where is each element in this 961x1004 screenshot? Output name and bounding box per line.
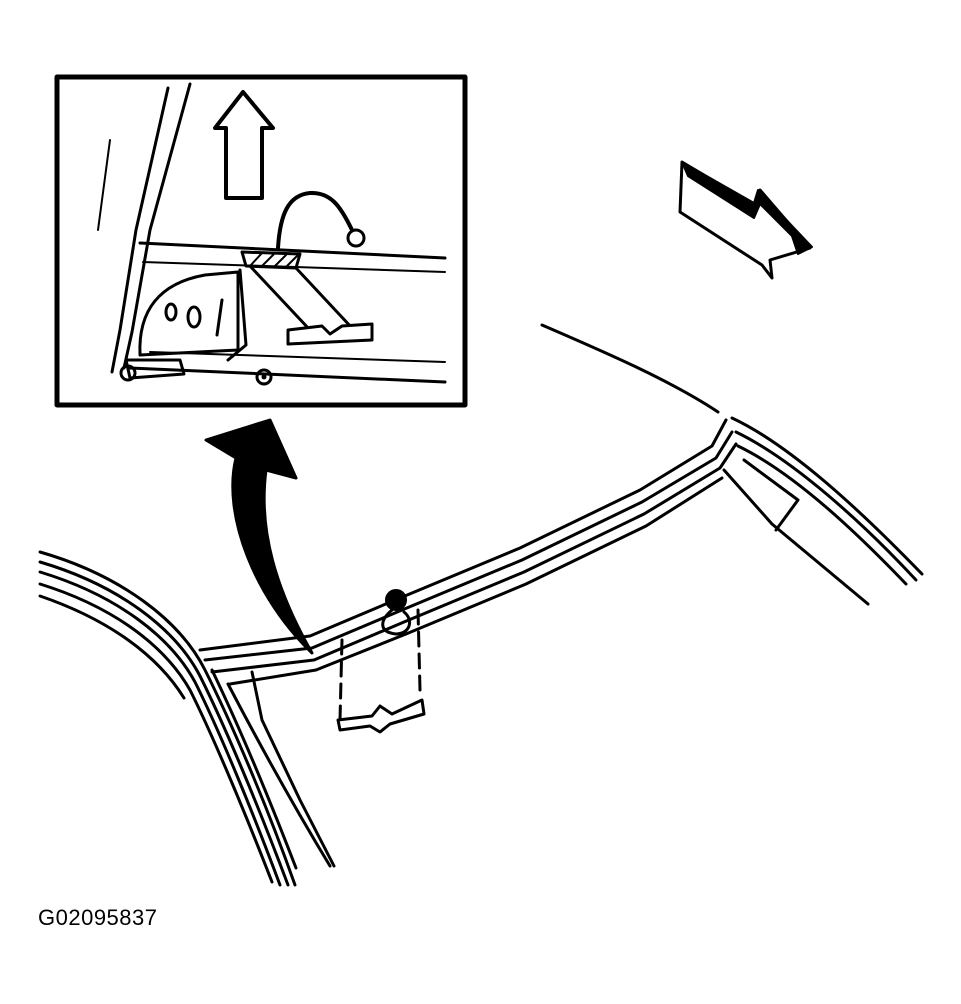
roof-rail-mid [203,430,734,662]
roof-rail-top [198,418,728,652]
roof-rail-fastener [385,589,407,611]
exploded-clip [336,698,426,734]
left-pillar-inner [210,668,298,870]
roof-rail-lower [210,442,738,674]
right-pillar-inner [722,468,870,606]
inset-panel [138,270,240,357]
inset-pillar-line-1 [110,86,170,374]
inset-hole-2 [186,305,202,329]
exploded-guide-right [416,608,422,692]
left-pillar-line-2 [38,560,290,887]
inset-detail-view [54,74,468,408]
inset-frame [54,74,468,408]
inset-hatch-lines [249,252,298,268]
inset-clip [286,322,374,346]
right-pillar-inner-2 [742,458,800,532]
roof-rail-bottom [228,476,724,686]
inset-wire [276,190,354,250]
exploded-guide-left [338,638,344,722]
inset-vertical-rod [226,268,248,362]
callout-curved-arrow [204,418,314,655]
left-pillar-edge [250,670,336,868]
inset-pillar-line-3 [97,139,111,231]
inset-fastener-left [119,364,137,382]
left-pillar-line-4 [38,582,274,884]
inset-arm-right [294,266,354,330]
forward-arrow-shadow [681,161,813,255]
inset-rail-lower-2 [149,351,446,363]
inset-panel-slot [215,298,224,337]
right-pillar-line-3 [736,444,908,586]
inset-fastener-right [255,368,273,386]
roof-edge [540,323,720,414]
fastener-assembly [336,589,426,734]
vehicle-outline [38,323,924,887]
inset-arm-left [248,264,312,332]
inset-hole-1 [164,302,178,322]
inset-lower-bracket [124,358,186,380]
right-pillar-line-1 [730,416,924,576]
left-pillar-line-5 [38,594,186,700]
left-pillar-inner-2 [226,682,332,868]
forward-arrow [678,160,813,280]
right-pillar-line-2 [734,430,918,582]
figure-id-label: G02095837 [38,905,158,930]
inset-fastener-right-core [261,374,267,380]
fastener-hook [381,608,412,636]
inset-rail-upper [138,241,447,260]
inset-pillar-line-2 [122,82,192,370]
left-pillar-line-1 [38,550,297,887]
inset-wire-connector [346,228,366,248]
left-pillar-line-3 [38,570,282,887]
inset-up-arrow [213,90,275,200]
